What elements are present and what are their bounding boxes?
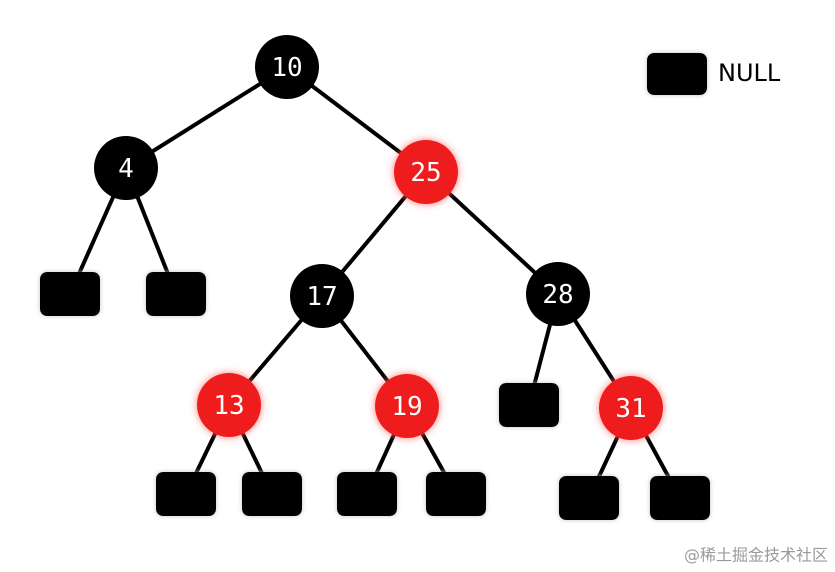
null-leaf-null_31_left	[559, 476, 619, 520]
node-label: 4	[118, 154, 134, 184]
tree-node-10: 10	[255, 35, 319, 99]
null-leaves	[40, 272, 710, 520]
null-leaf-null_4_left	[40, 272, 100, 316]
tree-node-28: 28	[526, 262, 590, 326]
black-node-circle	[290, 264, 354, 328]
null-leaf-null_19_left	[337, 472, 397, 516]
null-leaf-null_31_right	[650, 476, 710, 520]
node-label: 31	[615, 394, 646, 424]
black-node-circle	[255, 35, 319, 99]
red-node-circle	[375, 374, 439, 438]
legend-null-box	[647, 53, 707, 95]
red-node-circle	[599, 376, 663, 440]
null-leaf-null_13_left	[156, 472, 216, 516]
red-node-circle	[197, 373, 261, 437]
node-label: 10	[271, 53, 302, 83]
black-node-circle	[526, 262, 590, 326]
watermark-text: @稀土掘金技术社区	[684, 546, 828, 565]
tree-nodes: 10 4 25 17 28 13 19 31	[94, 35, 663, 440]
node-label: 28	[542, 280, 573, 310]
tree-node-31: 31	[599, 376, 663, 440]
null-leaf-null_13_right	[242, 472, 302, 516]
legend: NULL	[647, 53, 781, 95]
tree-node-19: 19	[375, 374, 439, 438]
null-leaf-null_19_right	[426, 472, 486, 516]
tree-node-4: 4	[94, 136, 158, 200]
legend-null-label: NULL	[718, 59, 781, 87]
tree-node-13: 13	[197, 373, 261, 437]
tree-node-17: 17	[290, 264, 354, 328]
node-label: 19	[391, 392, 422, 422]
tree-node-25: 25	[394, 140, 458, 204]
node-label: 13	[213, 391, 244, 421]
null-leaf-null_4_right	[146, 272, 206, 316]
node-label: 25	[410, 158, 441, 188]
node-label: 17	[306, 282, 337, 312]
red-node-circle	[394, 140, 458, 204]
black-node-circle	[94, 136, 158, 200]
null-leaf-null_28_left	[499, 383, 559, 427]
